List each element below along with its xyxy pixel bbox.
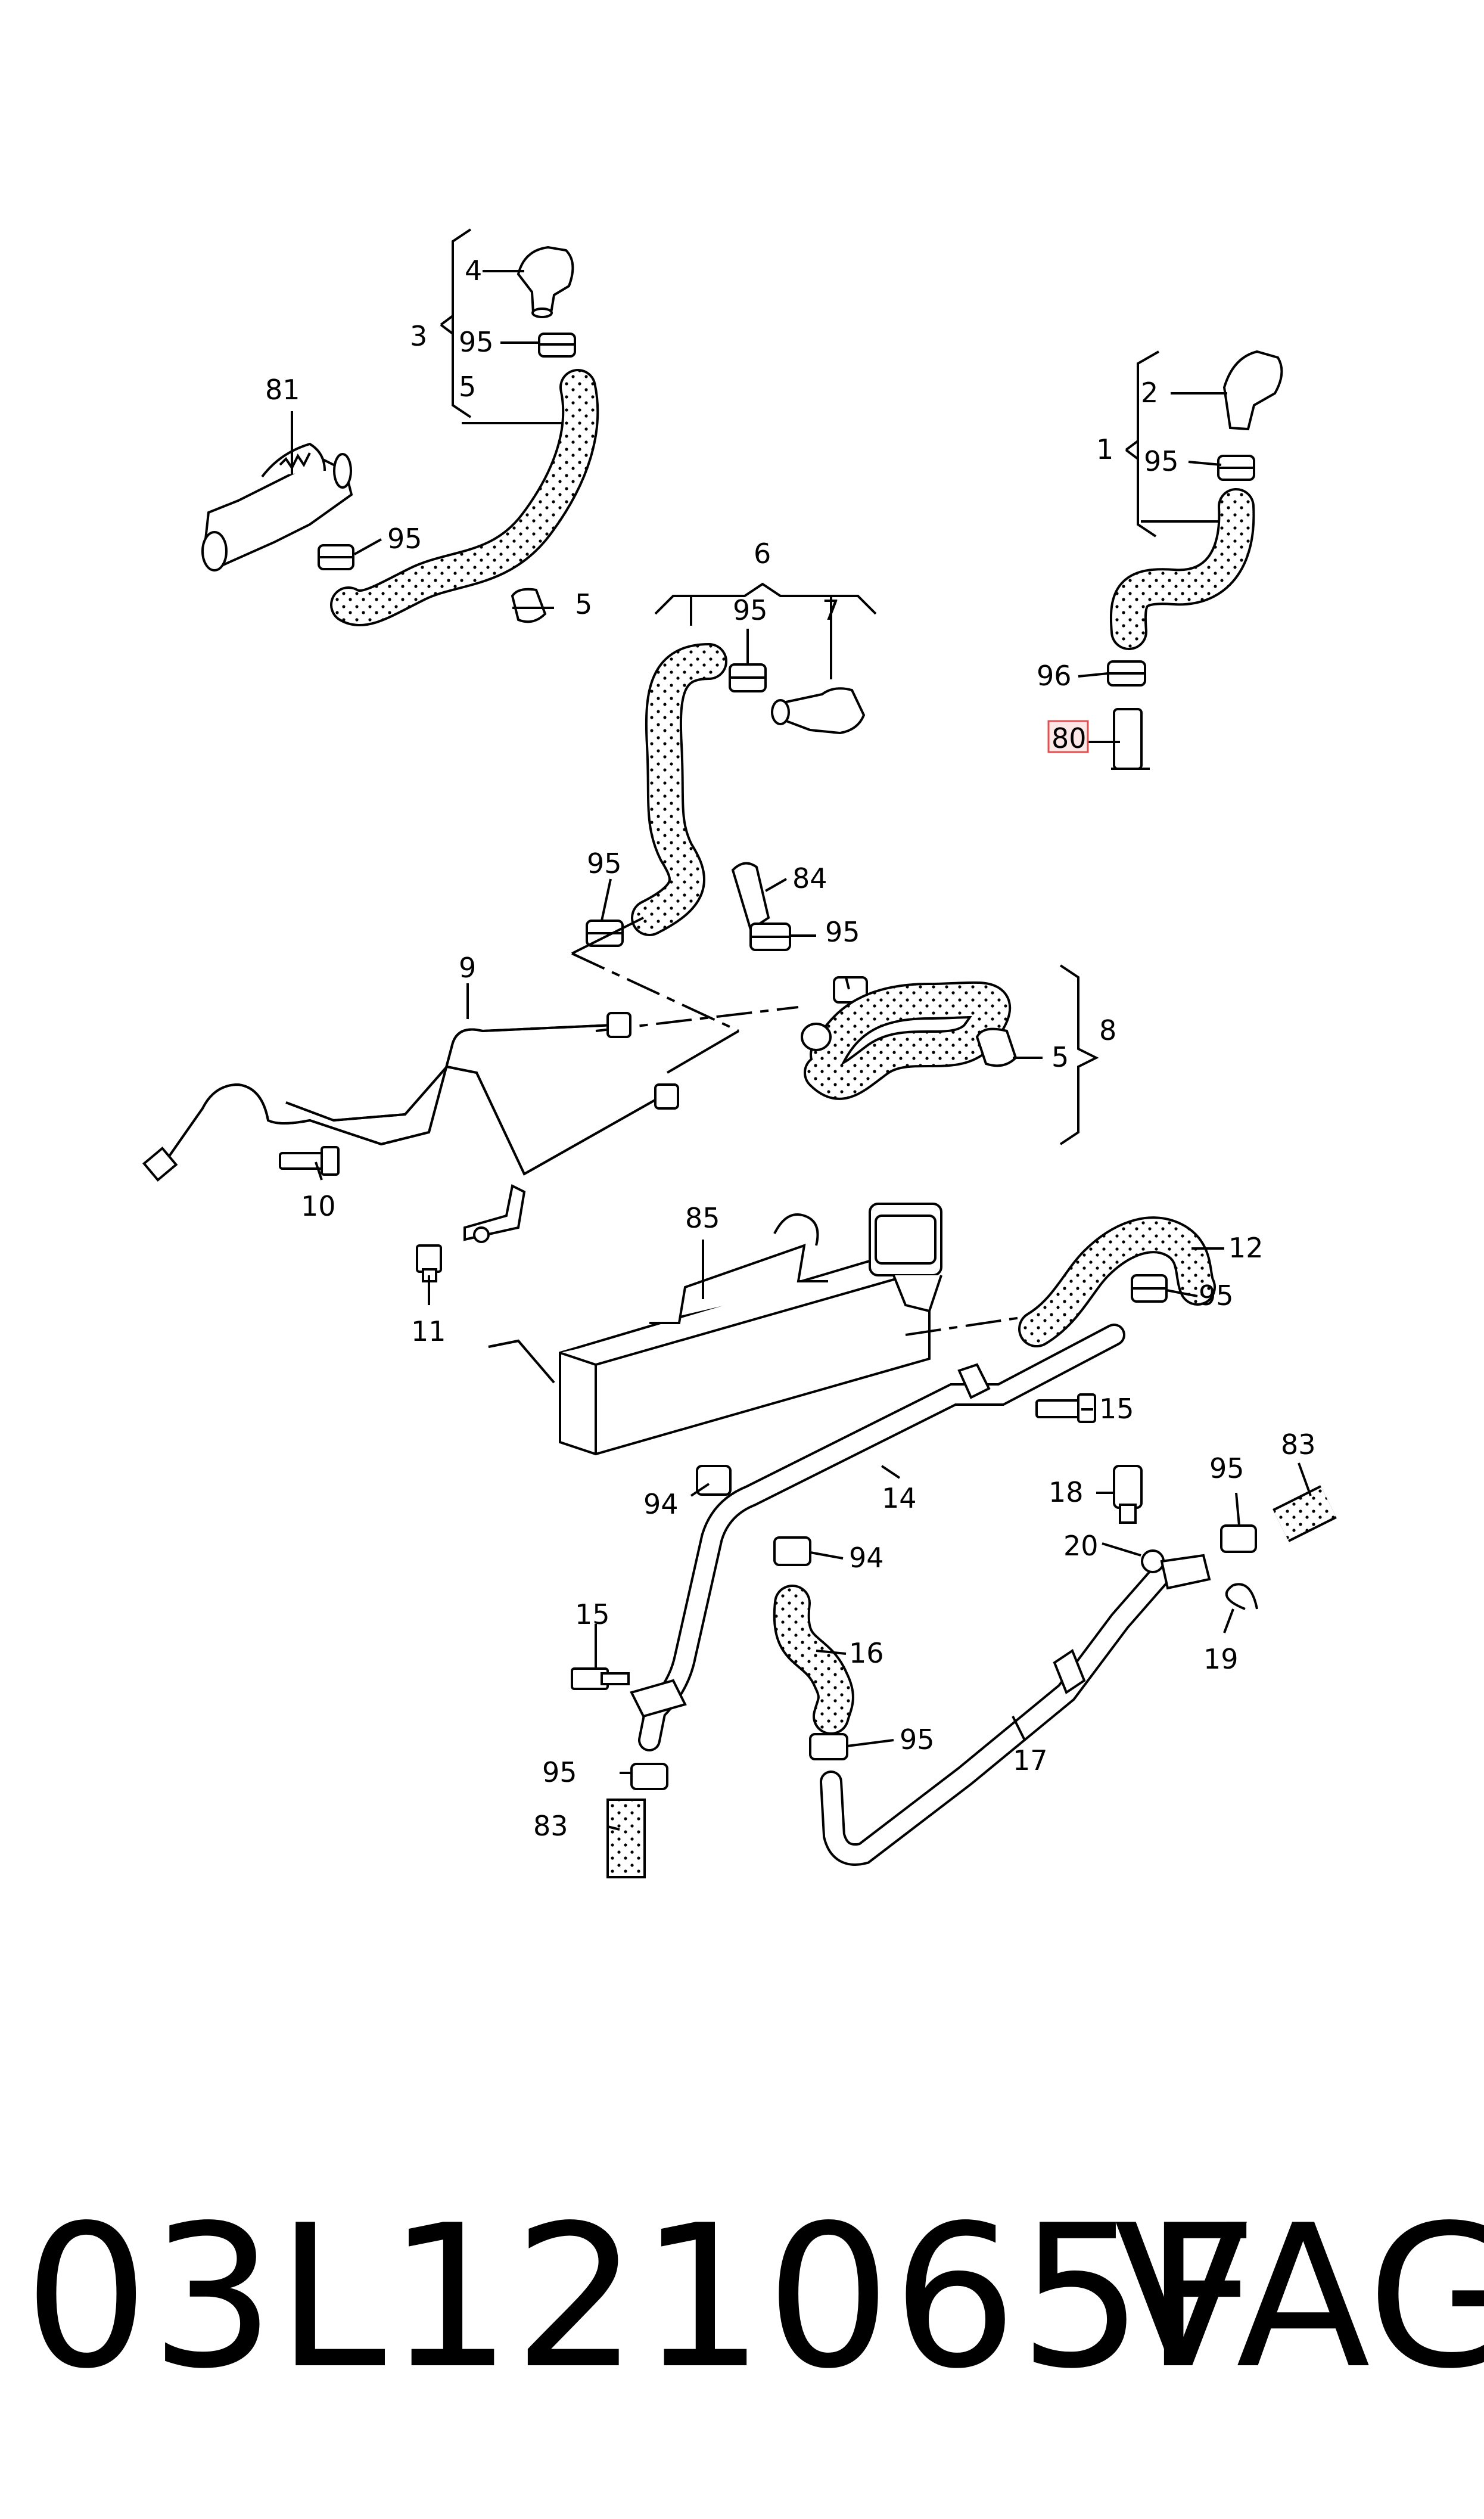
callout-label: 96 bbox=[1037, 660, 1072, 692]
hose-assembly-1 bbox=[1107, 350, 1283, 770]
callout-label: 1 bbox=[1096, 433, 1113, 465]
pipe-14 bbox=[571, 1324, 1125, 1878]
callout-label: 7 bbox=[822, 594, 839, 626]
callout-label: 19 bbox=[1203, 1643, 1239, 1675]
callout-label: 9 bbox=[459, 952, 476, 984]
highlight-box-80 bbox=[1047, 720, 1089, 753]
callout-label: 5 bbox=[1051, 1041, 1069, 1073]
callout-label: 95 bbox=[387, 523, 422, 555]
callout-label: 5 bbox=[459, 371, 476, 403]
callout-labels: 4 3 95 5 5 81 95 2 1 95 96 80 6 95 7 95 … bbox=[265, 254, 1316, 1842]
brand-name: VAG bbox=[1114, 2183, 1484, 2412]
callout-label: 95 bbox=[542, 1756, 577, 1788]
callout-label: 15 bbox=[1099, 1393, 1134, 1425]
callout-label: 84 bbox=[792, 862, 827, 894]
egr-cooler-85 bbox=[488, 1203, 1025, 1456]
callout-label-highlighted: 80 bbox=[1051, 722, 1087, 754]
callout-label: 95 bbox=[1199, 1279, 1234, 1312]
callout-label: 16 bbox=[849, 1637, 884, 1669]
callout-label: 85 bbox=[685, 1202, 720, 1234]
callout-label: 95 bbox=[1144, 445, 1179, 477]
callout-label: 5 bbox=[575, 588, 592, 620]
callout-label: 11 bbox=[411, 1315, 446, 1347]
callout-label: 95 bbox=[900, 1723, 935, 1756]
callout-label: 83 bbox=[1281, 1428, 1316, 1461]
callout-label: 18 bbox=[1049, 1476, 1084, 1508]
callout-label: 10 bbox=[301, 1190, 336, 1222]
hose-16-pipe-17 bbox=[773, 1465, 1337, 1866]
leader-lines bbox=[291, 270, 1312, 1831]
callout-label: 81 bbox=[265, 374, 300, 406]
callout-label: 94 bbox=[849, 1542, 884, 1574]
callout-label: 8 bbox=[1099, 1014, 1116, 1046]
callout-label: 4 bbox=[465, 254, 482, 287]
callout-label: 2 bbox=[1141, 377, 1158, 409]
hose-assembly-3 bbox=[330, 228, 599, 627]
callout-label: 6 bbox=[754, 538, 771, 570]
hose-assembly-8 bbox=[571, 862, 1099, 1145]
callout-label: 95 bbox=[825, 916, 860, 948]
callout-label: 94 bbox=[643, 1488, 679, 1520]
parts-diagram: 4 3 95 5 5 81 95 2 1 95 96 80 6 95 7 95 … bbox=[142, 228, 1337, 1878]
callout-label: 95 bbox=[1209, 1452, 1245, 1484]
callout-label: 17 bbox=[1013, 1744, 1048, 1776]
callout-label: 20 bbox=[1063, 1530, 1099, 1562]
hose-12 bbox=[1018, 1216, 1216, 1347]
callout-label: 15 bbox=[575, 1598, 610, 1630]
pipe-assembly-9 bbox=[142, 1012, 679, 1282]
callout-label: 95 bbox=[733, 594, 768, 626]
callout-label: 95 bbox=[587, 847, 622, 880]
callout-label: 14 bbox=[882, 1482, 917, 1514]
callout-label: 83 bbox=[533, 1810, 568, 1842]
hose-assembly-6 bbox=[586, 582, 877, 947]
callout-label: 3 bbox=[410, 320, 427, 352]
part-number: 03L121065F bbox=[24, 2183, 1259, 2412]
callout-label: 12 bbox=[1228, 1232, 1264, 1264]
callout-label: 95 bbox=[459, 326, 494, 358]
coolant-flange-81 bbox=[201, 442, 354, 571]
